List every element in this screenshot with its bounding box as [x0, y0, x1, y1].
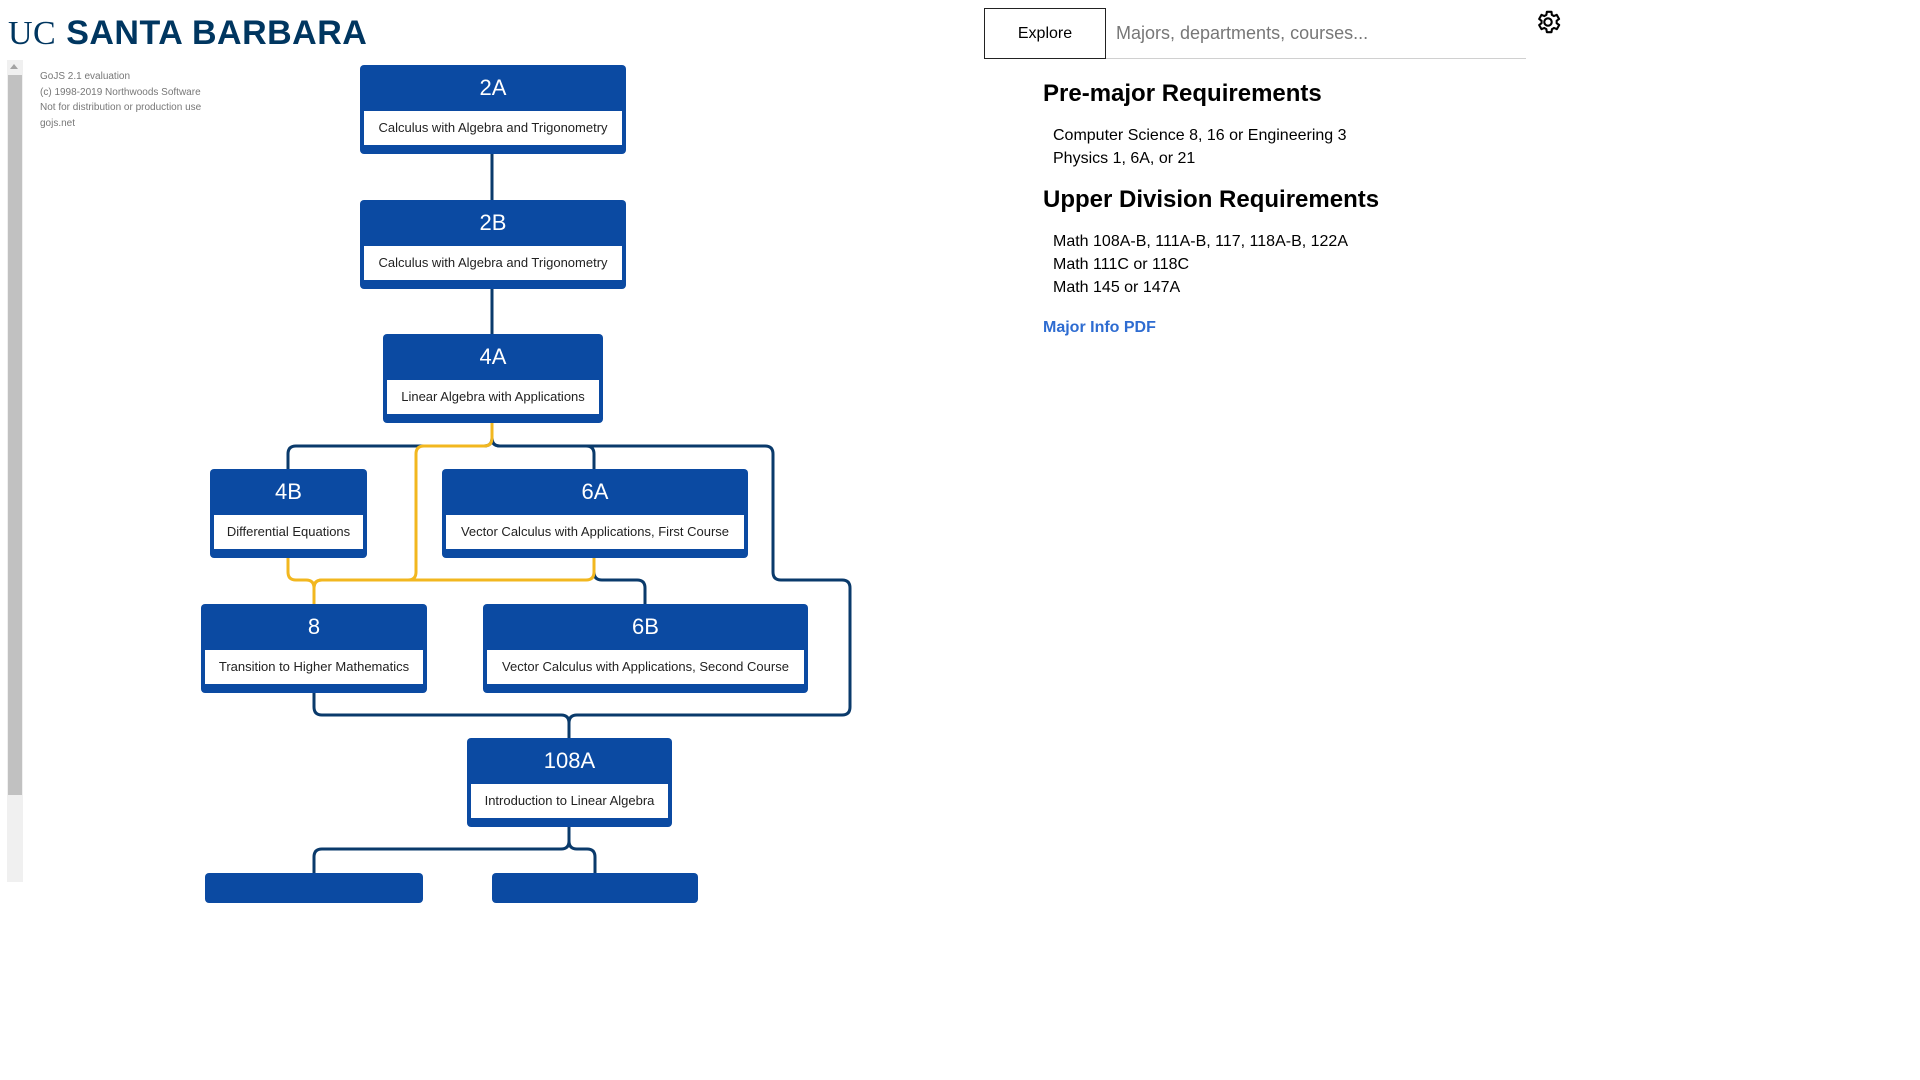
- course-node-6a[interactable]: 6A Vector Calculus with Applications, Fi…: [442, 469, 748, 558]
- course-title: Vector Calculus with Applications, Secon…: [487, 650, 804, 684]
- course-node-8[interactable]: 8 Transition to Higher Mathematics: [201, 604, 427, 693]
- prerequisite-diagram[interactable]: [0, 0, 900, 882]
- logo-uc: UC: [8, 15, 57, 52]
- course-number: 8: [307, 614, 321, 639]
- course-node-2b[interactable]: 2B Calculus with Algebra and Trigonometr…: [360, 200, 626, 289]
- course-node-4b[interactable]: 4B Differential Equations: [210, 469, 367, 558]
- link-108a-next-right: [567, 823, 597, 882]
- link-8-108a: [312, 688, 571, 740]
- upper-division-heading: Upper Division Requirements: [1043, 186, 1380, 213]
- gojs-watermark: GoJS 2.1 evaluation (c) 1998-2019 Northw…: [40, 69, 201, 131]
- ucsb-logo[interactable]: UC SANTA BARBARA: [8, 14, 367, 53]
- course-title: Calculus with Algebra and Trigonometry: [364, 111, 622, 145]
- course-number: 6A: [581, 479, 609, 504]
- scroll-up-icon[interactable]: [10, 64, 18, 69]
- watermark-line: gojs.net: [40, 117, 76, 129]
- search-input[interactable]: [1106, 8, 1526, 59]
- course-node-2a[interactable]: 2A Calculus with Algebra and Trigonometr…: [360, 65, 626, 154]
- watermark-line: Not for distribution or production use: [40, 102, 202, 113]
- course-title: Introduction to Linear Algebra: [471, 784, 668, 818]
- course-node-partial[interactable]: [492, 873, 698, 903]
- course-number: 4A: [479, 344, 507, 369]
- watermark-line: (c) 1998-2019 Northwoods Software: [40, 86, 201, 98]
- explore-button[interactable]: Explore: [984, 8, 1106, 59]
- course-number: 2A: [479, 75, 507, 100]
- course-number: 6B: [632, 614, 659, 639]
- link-6a-6b: [592, 555, 647, 606]
- course-title: Transition to Higher Mathematics: [205, 650, 423, 684]
- list-item: Physics 1, 6A, or 21: [1053, 150, 1196, 167]
- list-item: Math 111C or 118C: [1053, 256, 1190, 273]
- course-node-partial[interactable]: [205, 873, 423, 903]
- course-number: 2B: [479, 210, 507, 235]
- upper-division-list: Math 108A-B, 111A-B, 117, 118A-B, 122A M…: [1053, 230, 1523, 299]
- course-number: 108A: [543, 748, 596, 773]
- course-node-4a[interactable]: 4A Linear Algebra with Applications: [383, 334, 603, 423]
- course-title: Differential Equations: [214, 515, 363, 549]
- gear-icon[interactable]: [1534, 8, 1562, 36]
- premajor-heading: Pre-major Requirements: [1043, 80, 1322, 107]
- premajor-list: Computer Science 8, 16 or Engineering 3 …: [1053, 124, 1523, 170]
- watermark-line: GoJS 2.1 evaluation: [40, 71, 131, 82]
- link-4b-8: [286, 555, 316, 606]
- course-node-108a[interactable]: 108A Introduction to Linear Algebra: [467, 738, 672, 827]
- course-number: 4B: [275, 479, 302, 504]
- requirements-panel: Pre-major Requirements Computer Science …: [1043, 78, 1523, 337]
- list-item: Math 145 or 147A: [1053, 279, 1181, 296]
- link-4a-108a: [490, 420, 852, 740]
- diagram-scrollbar[interactable]: [7, 60, 23, 882]
- list-item: Math 108A-B, 111A-B, 117, 118A-B, 122A: [1053, 233, 1348, 250]
- link-6a-8: [312, 555, 596, 606]
- course-title: Vector Calculus with Applications, First…: [446, 515, 744, 549]
- scrollbar-thumb[interactable]: [8, 75, 22, 795]
- logo-santa-barbara: SANTA BARBARA: [66, 14, 368, 52]
- course-title: Calculus with Algebra and Trigonometry: [364, 246, 622, 280]
- list-item: Computer Science 8, 16 or Engineering 3: [1053, 127, 1347, 144]
- course-node-6b[interactable]: 6B Vector Calculus with Applications, Se…: [483, 604, 808, 693]
- course-title: Linear Algebra with Applications: [387, 380, 599, 414]
- major-info-pdf-link[interactable]: Major Info PDF: [1043, 319, 1156, 336]
